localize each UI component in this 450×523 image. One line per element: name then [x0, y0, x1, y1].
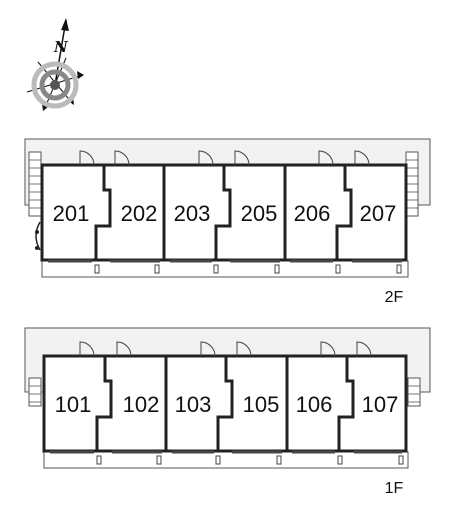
room-label-103: 103	[175, 392, 212, 417]
floor-label-1f: 1F	[385, 480, 404, 497]
room-label-102: 102	[123, 392, 160, 417]
stair-right	[407, 377, 421, 407]
floor-label-2f: 2F	[385, 289, 404, 306]
room-label-202: 202	[121, 201, 158, 226]
room-label-205: 205	[241, 201, 278, 226]
room-label-105: 105	[243, 392, 280, 417]
room-label-107: 107	[362, 392, 399, 417]
room-label-203: 203	[174, 201, 211, 226]
room-label-201: 201	[53, 201, 90, 226]
room-label-101: 101	[55, 392, 92, 417]
room-label-207: 207	[360, 201, 397, 226]
compass-icon: N	[26, 18, 84, 111]
room-label-106: 106	[296, 392, 333, 417]
floor-1f: 101 102 103 105 106 107 1F	[24, 327, 431, 497]
floor-2f: 201 202 203 205 206 207 2F	[24, 138, 431, 306]
stair-left	[28, 377, 42, 407]
compass-north-label: N	[53, 38, 69, 56]
room-label-206: 206	[294, 201, 331, 226]
